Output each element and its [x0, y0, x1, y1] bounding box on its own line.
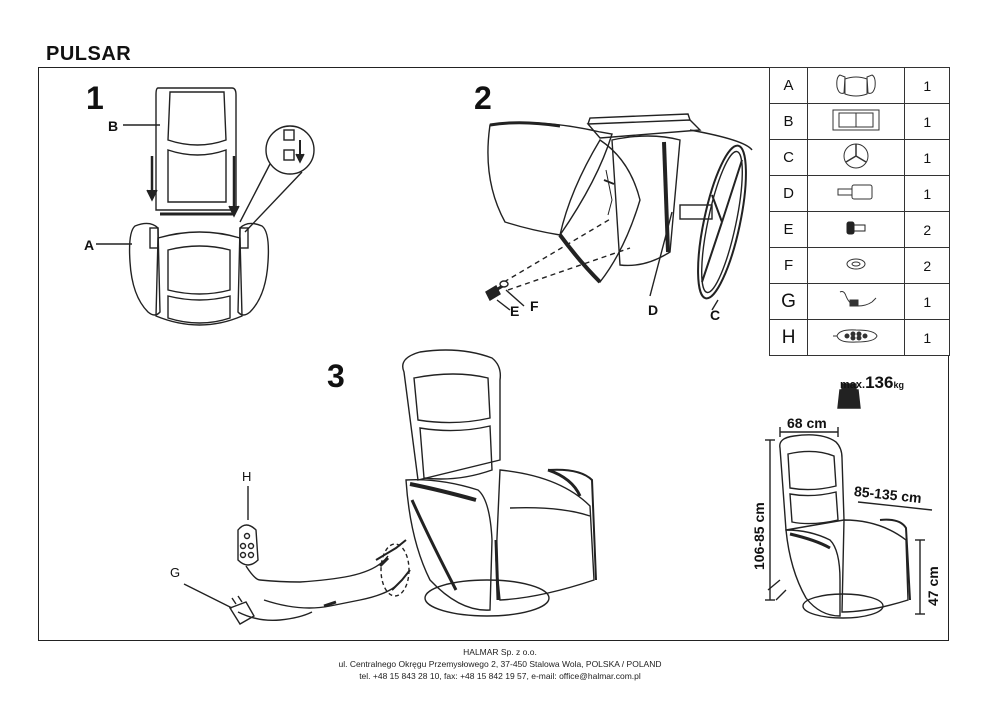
callout-h: H [242, 469, 252, 484]
part-picture [807, 283, 906, 320]
parts-row: D 1 [768, 175, 950, 212]
callout-c: C [710, 307, 721, 323]
callout-b: B [108, 118, 119, 134]
part-quantity: 2 [904, 247, 950, 284]
step-number-1: 1 [86, 80, 104, 116]
part-picture [807, 67, 906, 104]
bolt-icon [846, 221, 866, 235]
part-letter: D [768, 175, 809, 212]
part-picture [807, 139, 906, 176]
part-quantity: 1 [904, 283, 950, 320]
step-number-2: 2 [474, 80, 492, 116]
part-letter: C [768, 139, 809, 176]
max-load-label: max.136kg [840, 373, 904, 393]
max-load-prefix: max. [840, 379, 866, 391]
footer-address: ul. Centralnego Okręgu Przemysłowego 2, … [338, 659, 662, 669]
callout-a: A [84, 237, 95, 253]
footer-contact: tel. +48 15 843 28 10, fax: +48 15 842 1… [359, 671, 641, 681]
callout-e: E [510, 303, 520, 319]
power-adapter-icon [840, 291, 877, 307]
parts-row: E 2 [768, 211, 950, 248]
parts-row: C 1 [768, 139, 950, 176]
part-quantity: 1 [904, 139, 950, 176]
callout-d: D [648, 302, 659, 318]
part-letter: F [768, 247, 809, 284]
callout-f: F [530, 298, 539, 314]
part-quantity: 1 [904, 67, 950, 104]
step3-illustration [183, 349, 597, 625]
part-picture [807, 103, 906, 140]
remote-control-icon [833, 329, 878, 343]
part-letter: B [768, 103, 809, 140]
backrest-icon [832, 109, 880, 131]
step-number-3: 3 [327, 358, 345, 394]
part-picture [807, 211, 906, 248]
parts-list-table: A 1 B 1 C 1 D 1 E 2 F 2 [768, 67, 950, 356]
armrest-frame-icon [836, 74, 876, 97]
callout-g: G [170, 565, 181, 580]
height-dimension: 106-85 cm [751, 502, 767, 570]
document-title: PULSAR [46, 43, 132, 65]
max-load-unit: kg [893, 380, 904, 390]
part-letter: E [768, 211, 809, 248]
parts-row: F 2 [768, 247, 950, 284]
parts-row: H 1 [768, 319, 950, 356]
width-dimension: 68 cm [787, 415, 827, 431]
parts-row: G 1 [768, 283, 950, 320]
parts-row: B 1 [768, 103, 950, 140]
part-quantity: 1 [904, 319, 950, 356]
part-letter: A [768, 67, 809, 104]
washer-icon [846, 258, 866, 270]
part-quantity: 2 [904, 211, 950, 248]
swivel-base-icon [843, 143, 869, 169]
part-letter: G [768, 283, 809, 320]
part-picture [807, 247, 906, 284]
seat-height-dimension: 47 cm [925, 566, 941, 606]
dimension-illustration [765, 383, 933, 619]
part-quantity: 1 [904, 175, 950, 212]
step1-illustration [96, 87, 315, 326]
parts-row: A 1 [768, 67, 950, 104]
footer-company: HALMAR Sp. z o.o. [463, 647, 537, 657]
part-quantity: 1 [904, 103, 950, 140]
part-letter: H [768, 319, 809, 356]
part-picture [807, 319, 906, 356]
part-picture [807, 175, 906, 212]
connector-tube-icon [837, 184, 873, 200]
step2-illustration [485, 113, 753, 311]
max-load-value: 136 [865, 373, 894, 392]
